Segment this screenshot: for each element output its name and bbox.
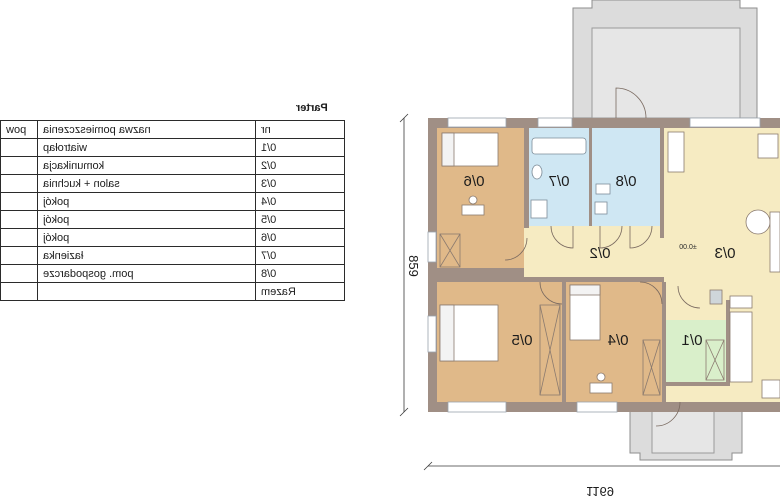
table-row: łazienka 0/7 xyxy=(0,246,346,265)
room-label-0-2: 0/2 xyxy=(590,245,611,262)
table-footer-row: Razem xyxy=(0,282,346,301)
dimension-width-label: 1169 xyxy=(586,484,614,499)
room-label-0-1: 0/1 xyxy=(682,332,703,349)
room-table-panel: Parter pow nazwa pomieszczenia nr wiatro… xyxy=(0,98,346,338)
entrance-canopy xyxy=(629,404,743,461)
desk-room-0-4 xyxy=(589,372,613,394)
bed-room-0-6 xyxy=(441,132,499,167)
bathroom-fixtures xyxy=(530,137,611,219)
table-row: pokój 0/5 xyxy=(0,210,346,229)
door-swings xyxy=(504,87,701,427)
windows xyxy=(427,117,761,413)
dimension-height-label: 859 xyxy=(406,255,421,277)
living-furniture xyxy=(667,131,780,399)
dimension-lines xyxy=(399,113,780,471)
bed-room-0-5 xyxy=(439,304,499,362)
table-row: pom. gospodarcze 0/8 xyxy=(0,264,346,283)
table-row: salon + kuchnia 0/3 xyxy=(0,174,346,193)
room-label-0-3: 0/3 xyxy=(715,245,736,262)
desk-room-0-6 xyxy=(461,195,485,216)
table-row: pokój 0/4 xyxy=(0,192,346,211)
room-0-1 xyxy=(666,320,726,382)
room-label-0-4: 0/4 xyxy=(608,332,629,349)
room-label-0-6: 0/6 xyxy=(464,173,485,190)
wardrobes xyxy=(439,233,725,396)
room-label-0-5: 0/5 xyxy=(512,332,533,349)
bed-room-0-4 xyxy=(569,284,601,341)
terrace-top xyxy=(572,0,758,119)
interior-walls xyxy=(437,128,730,402)
table-header-row: pow nazwa pomieszczenia nr xyxy=(0,120,346,139)
room-label-0-8: 0/8 xyxy=(616,173,637,190)
room-0-2 xyxy=(524,226,664,282)
level-mark: ±0.00 xyxy=(679,244,697,251)
table-row: pokój 0/6 xyxy=(0,228,346,247)
total-label-cell: Razem xyxy=(254,282,346,301)
room-table: pow nazwa pomieszczenia nr wiatrołap 0/1… xyxy=(0,120,346,301)
room-label-0-7: 0/7 xyxy=(549,173,570,190)
